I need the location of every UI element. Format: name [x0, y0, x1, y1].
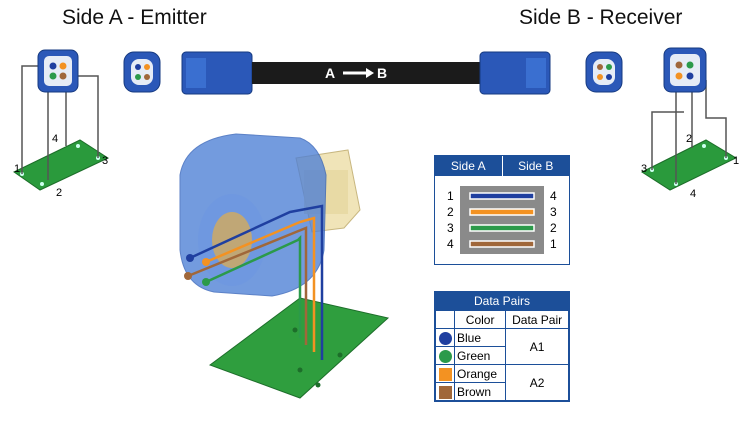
- pair-color-name: Orange: [453, 364, 507, 383]
- side-a-title: Side A - Emitter: [62, 6, 207, 29]
- mapping-pin-b: 1: [550, 237, 557, 251]
- pairs-col-pair: Data Pair: [505, 310, 569, 329]
- pair-color-name: Brown: [453, 382, 507, 401]
- pair-label-a1: A1: [505, 328, 569, 365]
- side-a-pcb-assembly: 1 4 2 3: [13, 49, 110, 199]
- side-b-pin-label: 2: [686, 133, 692, 145]
- mapping-wire: [469, 240, 535, 248]
- side-a-pin-label: 4: [52, 133, 58, 145]
- orange-swatch-icon: [438, 367, 452, 381]
- cable-assembly: A B: [181, 51, 551, 95]
- wire-green: [205, 234, 302, 338]
- center-pcb: [208, 297, 390, 399]
- mapping-pin-b: 2: [550, 221, 557, 235]
- side-a-pin-label: 1: [14, 163, 20, 175]
- wire-blue: [189, 204, 324, 360]
- mapping-pin-a: 2: [447, 205, 454, 219]
- data-pairs-title: Data Pairs: [435, 292, 569, 310]
- pairs-empty-cell: [435, 310, 455, 329]
- header-side-b: Side B: [501, 156, 570, 176]
- side-b-pcb: [640, 139, 738, 191]
- wire-orange: [205, 216, 316, 352]
- blue-swatch-icon: [438, 331, 452, 345]
- pin-mapping-header: Side A Side B: [435, 156, 569, 176]
- side-a-plug-face: [123, 51, 161, 93]
- mapping-pin-b: 4: [550, 189, 557, 203]
- pin-mapping-body: 1 4 2 3 3 2 4 1: [447, 186, 557, 254]
- side-b-pin-label: 1: [733, 155, 739, 167]
- pin-mapping-table: Side A Side B 1 4 2 3 3 2 4 1: [434, 155, 570, 265]
- pair-label-a2: A2: [505, 364, 569, 401]
- pair-color-name: Green: [453, 346, 507, 365]
- mapping-wire: [469, 192, 535, 200]
- cable-label-a: A: [325, 65, 335, 81]
- side-b-pin-label: 4: [690, 188, 696, 200]
- brown-swatch-icon: [438, 385, 452, 399]
- side-b-pcb-assembly: 2 3 1 4: [640, 47, 739, 200]
- side-a-pin-label: 2: [56, 187, 62, 199]
- side-a-pcb: [13, 139, 110, 191]
- cable-label-b: B: [377, 65, 387, 81]
- side-b-plug-face: [585, 51, 623, 93]
- side-b-pin-label: 3: [641, 163, 647, 175]
- mapping-pin-a: 3: [447, 221, 454, 235]
- mapping-pin-a: 4: [447, 237, 454, 251]
- green-swatch-icon: [438, 349, 452, 363]
- mapping-pin-a: 1: [447, 189, 454, 203]
- side-b-title: Side B - Receiver: [519, 6, 683, 29]
- wire-brown: [187, 226, 308, 345]
- center-connector-illustration: [179, 133, 390, 399]
- data-pairs-table: Data Pairs Color Data Pair Blue A1 Green…: [434, 291, 570, 402]
- mapping-wire: [469, 224, 535, 232]
- mapping-pin-b: 3: [550, 205, 557, 219]
- pairs-col-color: Color: [453, 310, 507, 329]
- side-a-pin-label: 3: [102, 155, 108, 167]
- header-side-a: Side A: [450, 159, 486, 173]
- pair-color-name: Blue: [453, 328, 507, 347]
- mapping-wire: [469, 208, 535, 216]
